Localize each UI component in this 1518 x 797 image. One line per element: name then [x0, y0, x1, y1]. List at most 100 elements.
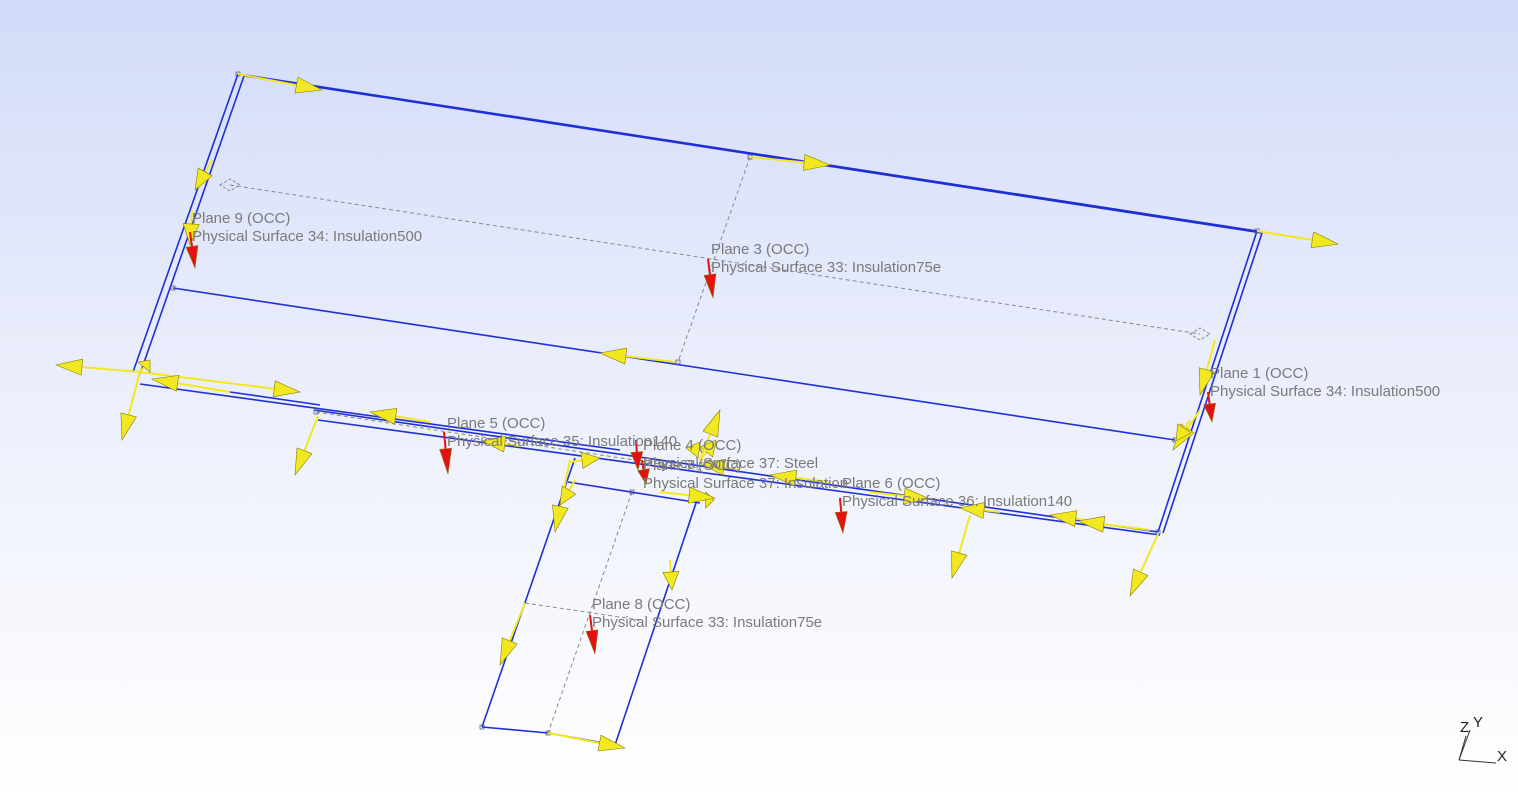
- tangent-arrow: [120, 371, 141, 441]
- plane-surface: Physical Surface 36: Insulation140: [842, 493, 1073, 510]
- vertex-marker: [629, 489, 635, 495]
- surface-marker: [219, 178, 241, 192]
- plane-label: Plane 4 (OCC) Physical Surface 37: Steel: [643, 437, 818, 473]
- arrow-head: [637, 468, 650, 485]
- arrow-shaft: [869, 491, 905, 497]
- arrow-shaft: [839, 497, 843, 513]
- arrow-shaft: [237, 73, 297, 87]
- arrow-head: [951, 550, 968, 579]
- edge-line: [614, 499, 698, 746]
- plane-label: Plane 3 (OCC) Physical Surface 33: Insul…: [711, 241, 941, 277]
- arrow-head: [1129, 568, 1149, 597]
- arrow-head: [802, 154, 832, 171]
- dashed-diagonal: [524, 602, 641, 621]
- tangent-arrow: [547, 732, 627, 752]
- tangent-arrow: [237, 73, 324, 94]
- edge-line: [229, 391, 321, 406]
- plane-label: Plane 9 (OCC) Physical Surface 34: Insul…: [192, 210, 422, 246]
- arrow-shaft: [139, 366, 145, 373]
- arrow-shaft: [1103, 523, 1151, 531]
- arrow-head: [699, 439, 717, 458]
- tangent-arrow: [598, 347, 676, 365]
- arrow-shaft: [1186, 409, 1201, 430]
- tangent-arrow: [569, 452, 601, 469]
- arrow-head: [137, 359, 151, 373]
- normal-arrow: [1203, 391, 1216, 423]
- tangent-arrow: [749, 154, 832, 171]
- arrow-head: [702, 409, 721, 438]
- arrow-head: [834, 511, 848, 535]
- tangent-arrow: [685, 441, 709, 459]
- axes-triad-icon: [1458, 729, 1497, 764]
- arrow-head: [630, 451, 644, 471]
- normal-arrow: [703, 258, 717, 299]
- arrow-shaft: [983, 509, 1001, 513]
- plane-label: Plane 5 (OCC) Physical Surface 35: Insul…: [447, 415, 677, 451]
- arrow-head: [185, 245, 199, 270]
- tangent-arrow: [54, 358, 141, 376]
- plane-surface: Physical Surface 33: Insulation75e: [711, 259, 942, 276]
- plane-name: Plane 6 (OCC): [842, 475, 941, 492]
- plane-label: Plane 7 (OCC) Physical Surface 37: Insul…: [643, 457, 861, 493]
- arrow-shaft: [659, 491, 690, 497]
- arrow-head: [1076, 515, 1106, 533]
- tangent-arrow: [368, 408, 431, 425]
- arrow-shaft: [1207, 391, 1211, 405]
- tangent-arrow: [959, 502, 1001, 519]
- arrow-head: [902, 487, 932, 505]
- arrow-shaft: [190, 209, 193, 225]
- arrow-head: [687, 486, 717, 504]
- plane-name: Plane 8 (OCC): [592, 596, 691, 613]
- arrow-head: [598, 347, 628, 365]
- vertex-marker: [479, 724, 485, 730]
- arrow-shaft: [81, 366, 141, 373]
- plane-label: Plane 1 (OCC) Physical Surface 34: Insul…: [1210, 365, 1440, 401]
- vertex-marker: [170, 285, 176, 291]
- arrow-head: [150, 375, 180, 392]
- normal-arrow: [439, 431, 452, 475]
- arrow-shaft: [707, 258, 711, 275]
- arrow-head: [194, 167, 213, 191]
- arrow-shaft: [504, 443, 521, 447]
- arrow-shaft: [635, 439, 638, 453]
- arrow-head: [597, 734, 627, 752]
- tangent-arrow: [768, 469, 831, 487]
- arrow-head: [559, 485, 577, 506]
- plane-surface: Physical Surface 37: Insulation...: [643, 475, 861, 492]
- arrow-head: [580, 452, 601, 469]
- arrow-shaft: [568, 479, 576, 491]
- arrow-shaft: [569, 459, 583, 463]
- plane-surface: Physical Surface 34: Insulation500: [192, 228, 423, 245]
- vertex-marker: [675, 359, 681, 365]
- arrow-head: [54, 358, 83, 376]
- normal-arrows: [185, 231, 1216, 655]
- arrow-head: [662, 571, 680, 591]
- plane-name: Plane 9 (OCC): [192, 210, 291, 227]
- tangent-arrow: [139, 371, 302, 398]
- arrow-head: [552, 504, 569, 533]
- arrow-head: [768, 469, 798, 487]
- normal-arrow: [185, 231, 199, 270]
- arrow-shaft: [1139, 533, 1159, 573]
- arrow-shaft: [749, 156, 805, 164]
- arrow-head: [481, 435, 507, 453]
- tangent-arrow: [1175, 419, 1192, 442]
- tangent-arrow: [194, 159, 213, 191]
- arrow-head: [1048, 510, 1078, 527]
- plane-label: Plane 6 (OCC) Physical Surface 36: Insul…: [842, 475, 1072, 511]
- arrow-shaft: [303, 415, 319, 452]
- plane-name: Plane 1 (OCC): [1210, 365, 1309, 382]
- tangent-arrow: [662, 559, 680, 591]
- normal-arrow: [630, 439, 644, 471]
- arrow-shaft: [669, 559, 672, 573]
- tangent-arrow: [951, 514, 971, 579]
- dashed-diagonal: [229, 184, 1201, 335]
- arrow-head: [1203, 402, 1216, 423]
- plane-surface: Physical Surface 37: Steel: [643, 455, 819, 472]
- edge-line: [1162, 232, 1263, 534]
- normal-arrow: [585, 614, 599, 655]
- arrow-head: [1175, 423, 1192, 442]
- arrow-shaft: [443, 431, 447, 449]
